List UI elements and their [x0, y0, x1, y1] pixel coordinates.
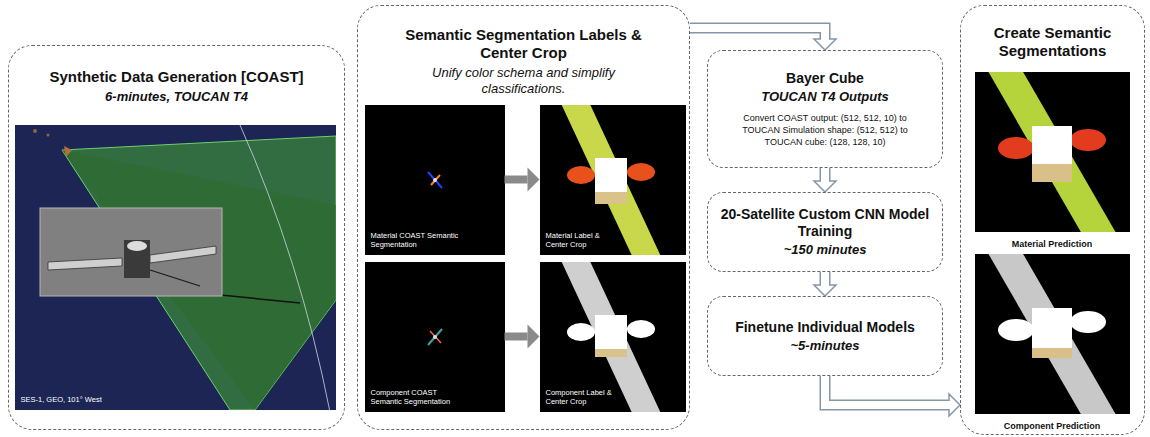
arrow-fill [821, 168, 829, 183]
flow-arrow [814, 272, 836, 296]
satellite-base [595, 349, 627, 357]
image-panel: Component Label & Center Crop [540, 262, 686, 412]
flow-arrow [505, 325, 540, 349]
tiny-satellite [433, 335, 437, 339]
solar-panel [150, 246, 216, 263]
prediction-image [975, 72, 1130, 232]
satellite-body [124, 240, 150, 278]
arrow-shaft [505, 176, 528, 184]
prediction-label: Component Prediction [975, 421, 1130, 431]
tiny-satellite [431, 175, 440, 185]
image-caption: Material COAST Semantic Segmentation [371, 232, 466, 249]
antenna [567, 323, 595, 341]
arrow-fill [821, 272, 829, 287]
satellite-marker [64, 146, 72, 157]
arrow-fill [690, 28, 825, 41]
box-subtitle: ~150 minutes [784, 242, 867, 258]
tiny-satellite [430, 331, 441, 343]
antenna [1070, 311, 1106, 333]
antenna-dish [127, 241, 147, 251]
solar-panel [984, 254, 1120, 414]
antenna [567, 166, 595, 184]
tiny-satellite [428, 172, 442, 188]
panel-subtitle: Unify color schema and simplify classifi… [398, 65, 650, 96]
flow-arrow [825, 376, 960, 416]
box-subtitle: TOUCAN T4 Outputs [761, 89, 889, 105]
box-title: Finetune Individual Models [735, 319, 915, 336]
satellite-base [1032, 164, 1072, 182]
panel-subtitle: 6-minutes, TOUCAN T4 [27, 89, 327, 105]
panel-title: Synthetic Data Generation [COAST] [17, 68, 337, 86]
antenna [1070, 129, 1106, 151]
tiny-satellite [428, 329, 442, 345]
box-title: Bayer Cube [786, 70, 864, 87]
antenna [998, 137, 1034, 159]
prediction-image [975, 254, 1130, 414]
segmentation-image [365, 105, 505, 255]
prediction-panel: Material Prediction [975, 72, 1130, 250]
image-caption: Material Label & Center Crop [546, 232, 624, 249]
process-box: Bayer CubeTOUCAN T4 OutputsConvert COAST… [707, 50, 943, 168]
tiny-satellite [433, 178, 437, 182]
box-subtitle: ~5-minutes [791, 338, 860, 354]
box-body: Convert COAST output: (512, 512, 10) to … [730, 113, 920, 148]
image-panel: Component COAST Semantic Segmentation [365, 262, 505, 412]
image-caption: Component Label & Center Crop [546, 389, 624, 406]
orbit-scene [33, 125, 336, 410]
segmentation-image [540, 262, 686, 412]
component-prediction-satellite [984, 254, 1120, 414]
satellite-inset [40, 208, 222, 296]
debris-dot [33, 129, 37, 133]
arrow-outline [825, 376, 949, 405]
segmentation-image [540, 105, 686, 255]
solar-panel [984, 72, 1120, 232]
flow-arrow [814, 168, 836, 192]
satellite-base [1032, 348, 1072, 358]
process-box: 20-Satellite Custom CNN Model Training ~1… [707, 192, 943, 272]
boom [150, 270, 200, 286]
material-prediction-satellite [984, 72, 1120, 232]
solar-panel [48, 258, 122, 270]
prediction-panel: Component Prediction [975, 254, 1130, 432]
image-panel: SES-1, GEO, 101° West [15, 125, 336, 410]
image-caption: Component COAST Semantic Segmentation [371, 389, 466, 406]
arrow-head [528, 325, 540, 349]
box-title: 20-Satellite Custom CNN Model Training [718, 206, 933, 240]
prediction-label: Material Prediction [975, 239, 1130, 249]
arrow-fill [825, 376, 951, 405]
orbit-line [240, 125, 330, 410]
arrow-shaft [505, 333, 528, 341]
stage-panel: Synthetic Data Generation [COAST] 6-minut… [8, 45, 345, 430]
stage-panel: Semantic Segmentation Labels & Center Cr… [357, 5, 690, 430]
image-caption: SES-1, GEO, 101° West [21, 396, 102, 405]
antenna [627, 320, 655, 338]
panel-title: Create Semantic Segmentations [970, 24, 1135, 60]
satellite-body [1032, 308, 1072, 354]
satellite-base [595, 192, 627, 204]
image-panel: Material Label & Center Crop [540, 105, 686, 255]
process-box: Finetune Individual Models ~5-minutes [707, 296, 943, 376]
debris-dot [47, 134, 50, 137]
panel-title: Semantic Segmentation Labels & Center Cr… [388, 26, 660, 62]
antenna [998, 319, 1034, 341]
flow-arrow [505, 168, 540, 192]
antenna [627, 163, 655, 181]
stage-panel: Create Semantic SegmentationsMaterial Pr… [960, 5, 1145, 435]
segmentation-image [365, 262, 505, 412]
image-panel: Material COAST Semantic Segmentation [365, 105, 505, 255]
arrow-head [528, 168, 540, 192]
scene-background [15, 125, 336, 410]
flow-arrow [690, 28, 836, 50]
